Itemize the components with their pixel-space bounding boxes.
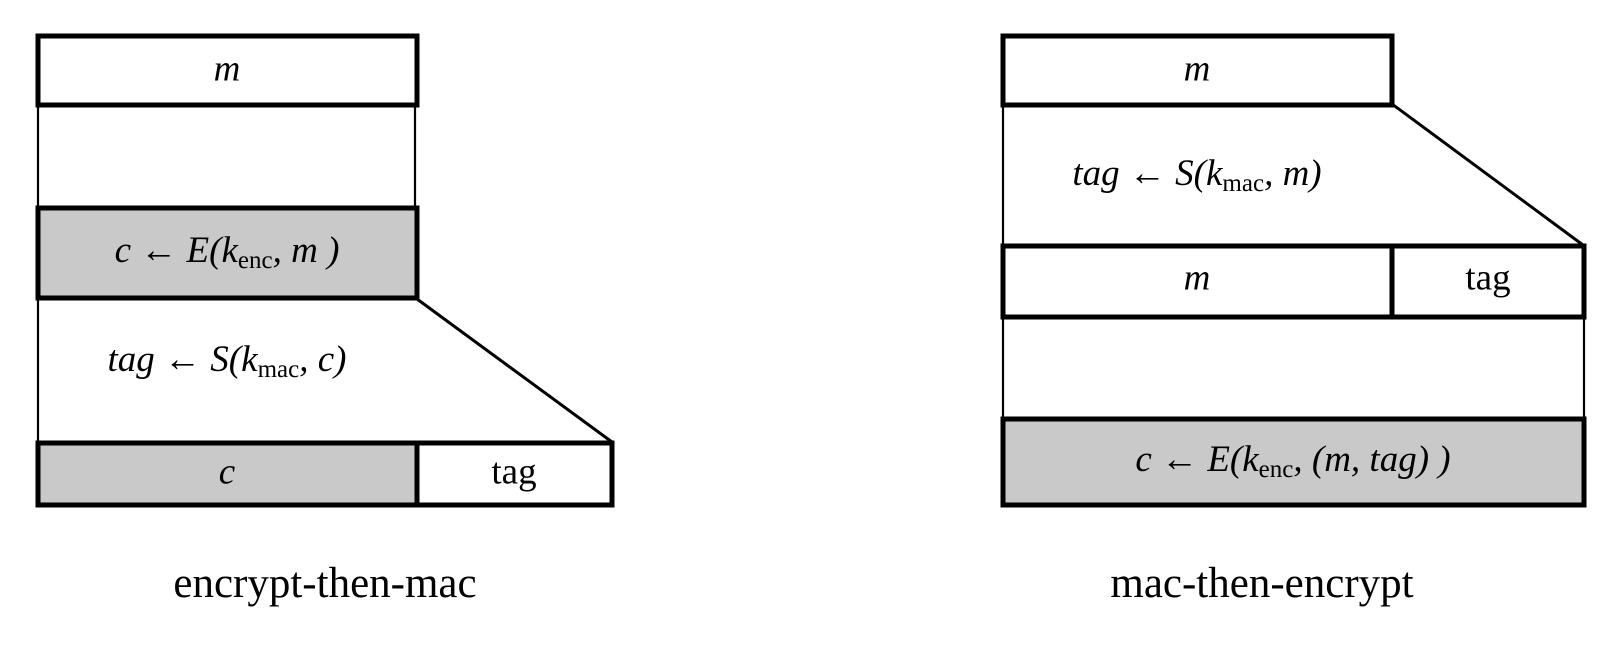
label-mac-head: tag ← S(k (108, 339, 259, 380)
label-encrypt-sub: enc (238, 247, 273, 274)
diagonal-expansion-line (416, 297, 613, 444)
caption-mac-then-encrypt: mac-then-encrypt (1110, 560, 1413, 607)
label-mac-step-r: tag ← S(kmac, m) (1072, 153, 1321, 196)
block-output-tag (414, 440, 615, 508)
label-encrypt-head-r: c ← E(k (1135, 439, 1259, 480)
label-encrypt-step: c ← E(kenc, m ) (115, 230, 340, 273)
block-plaintext-m-r (1000, 33, 1395, 108)
label-encrypt-step-r: c ← E(kenc, (m, tag) ) (1135, 439, 1450, 482)
label-output-ciphertext: c (219, 451, 236, 492)
label-mac-tail: , c) (299, 339, 346, 380)
label-mac-sub-r: mac (1222, 170, 1264, 197)
label-plaintext-m-r: m (1184, 48, 1211, 89)
label-encrypt-head: c ← E(k (115, 230, 239, 271)
label-mac-tail-r: , m) (1264, 153, 1322, 194)
label-encrypt-sub-r: enc (1259, 456, 1294, 483)
block-middle-tag (1389, 243, 1587, 320)
block-middle-message (1000, 243, 1395, 320)
block-plaintext-m (35, 33, 420, 108)
label-plaintext-m: m (214, 48, 241, 89)
label-mac-step: tag ← S(kmac, c) (108, 339, 347, 382)
block-encrypt-step-r (1000, 416, 1587, 508)
diagonal-expansion-line-r (1391, 102, 1584, 247)
label-middle-tag: tag (1465, 257, 1510, 298)
label-encrypt-tail: , m ) (273, 230, 340, 271)
block-encrypt-step (35, 205, 420, 301)
caption-encrypt-then-mac: encrypt-then-mac (173, 560, 476, 607)
diagram-encrypt-then-mac: m c ← E(kenc, m ) tag ← S(kmac, c) c tag… (35, 33, 615, 607)
label-middle-message: m (1184, 257, 1211, 298)
label-encrypt-tail-r: , (m, tag) ) (1293, 439, 1450, 480)
label-output-tag: tag (491, 451, 536, 492)
label-mac-sub: mac (258, 356, 300, 383)
diagram-mac-then-encrypt: m tag ← S(kmac, m) m tag c ← E(kenc, (m,… (1000, 33, 1587, 607)
block-output-ciphertext (35, 440, 420, 508)
label-mac-head-r: tag ← S(k (1072, 153, 1223, 194)
